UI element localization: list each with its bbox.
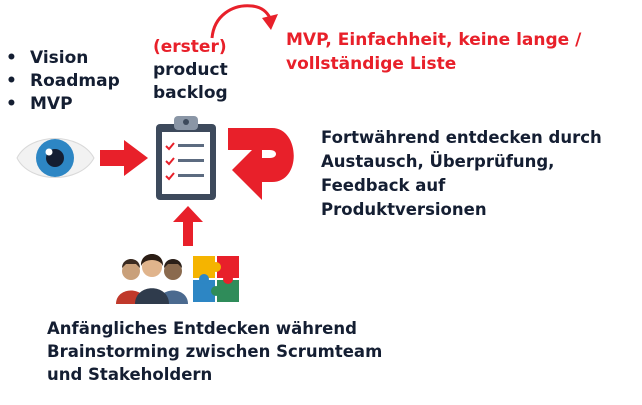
mvp-note-line-1: MVP, Einfachheit, keine lange / <box>286 30 582 50</box>
initial-line-3: und Stakeholdern <box>47 365 213 384</box>
eye-icon <box>16 138 95 178</box>
mvp-note: MVP, Einfachheit, keine lange / vollstän… <box>286 28 581 76</box>
team-people-icon <box>116 254 188 304</box>
continuous-line-3: Feedback auf <box>321 176 446 195</box>
arrow-team-to-backlog <box>173 206 203 246</box>
bullet-roadmap: Roadmap <box>6 70 120 93</box>
backlog-label-first: (erster) <box>153 37 227 57</box>
clipboard-checklist-icon <box>156 116 216 200</box>
puzzle-icon <box>193 256 239 302</box>
continuous-line-4: Produktversionen <box>321 200 487 219</box>
continuous-line-1: Fortwährend entdecken durch <box>321 128 602 147</box>
initial-line-2: Brainstorming zwischen Scrumteam <box>47 342 383 361</box>
bullet-vision: Vision <box>6 47 120 70</box>
continuous-discovery-text: Fortwährend entdecken durch Austausch, Ü… <box>321 126 602 222</box>
curved-arrow-to-mvp <box>210 4 278 39</box>
feedback-loop-arrow <box>228 128 294 200</box>
vision-bullet-list: Vision Roadmap MVP <box>6 47 120 116</box>
arrow-eye-to-backlog <box>100 140 148 176</box>
backlog-label-backlog: backlog <box>153 83 228 103</box>
bullet-mvp: MVP <box>6 93 120 116</box>
continuous-line-2: Austausch, Überprüfung, <box>321 152 555 171</box>
mvp-note-line-2: vollständige Liste <box>286 54 457 74</box>
backlog-label: (erster) product backlog <box>153 36 228 105</box>
initial-discovery-text: Anfängliches Entdecken während Brainstor… <box>47 317 382 386</box>
backlog-label-product: product <box>153 60 228 80</box>
initial-line-1: Anfängliches Entdecken während <box>47 319 357 338</box>
